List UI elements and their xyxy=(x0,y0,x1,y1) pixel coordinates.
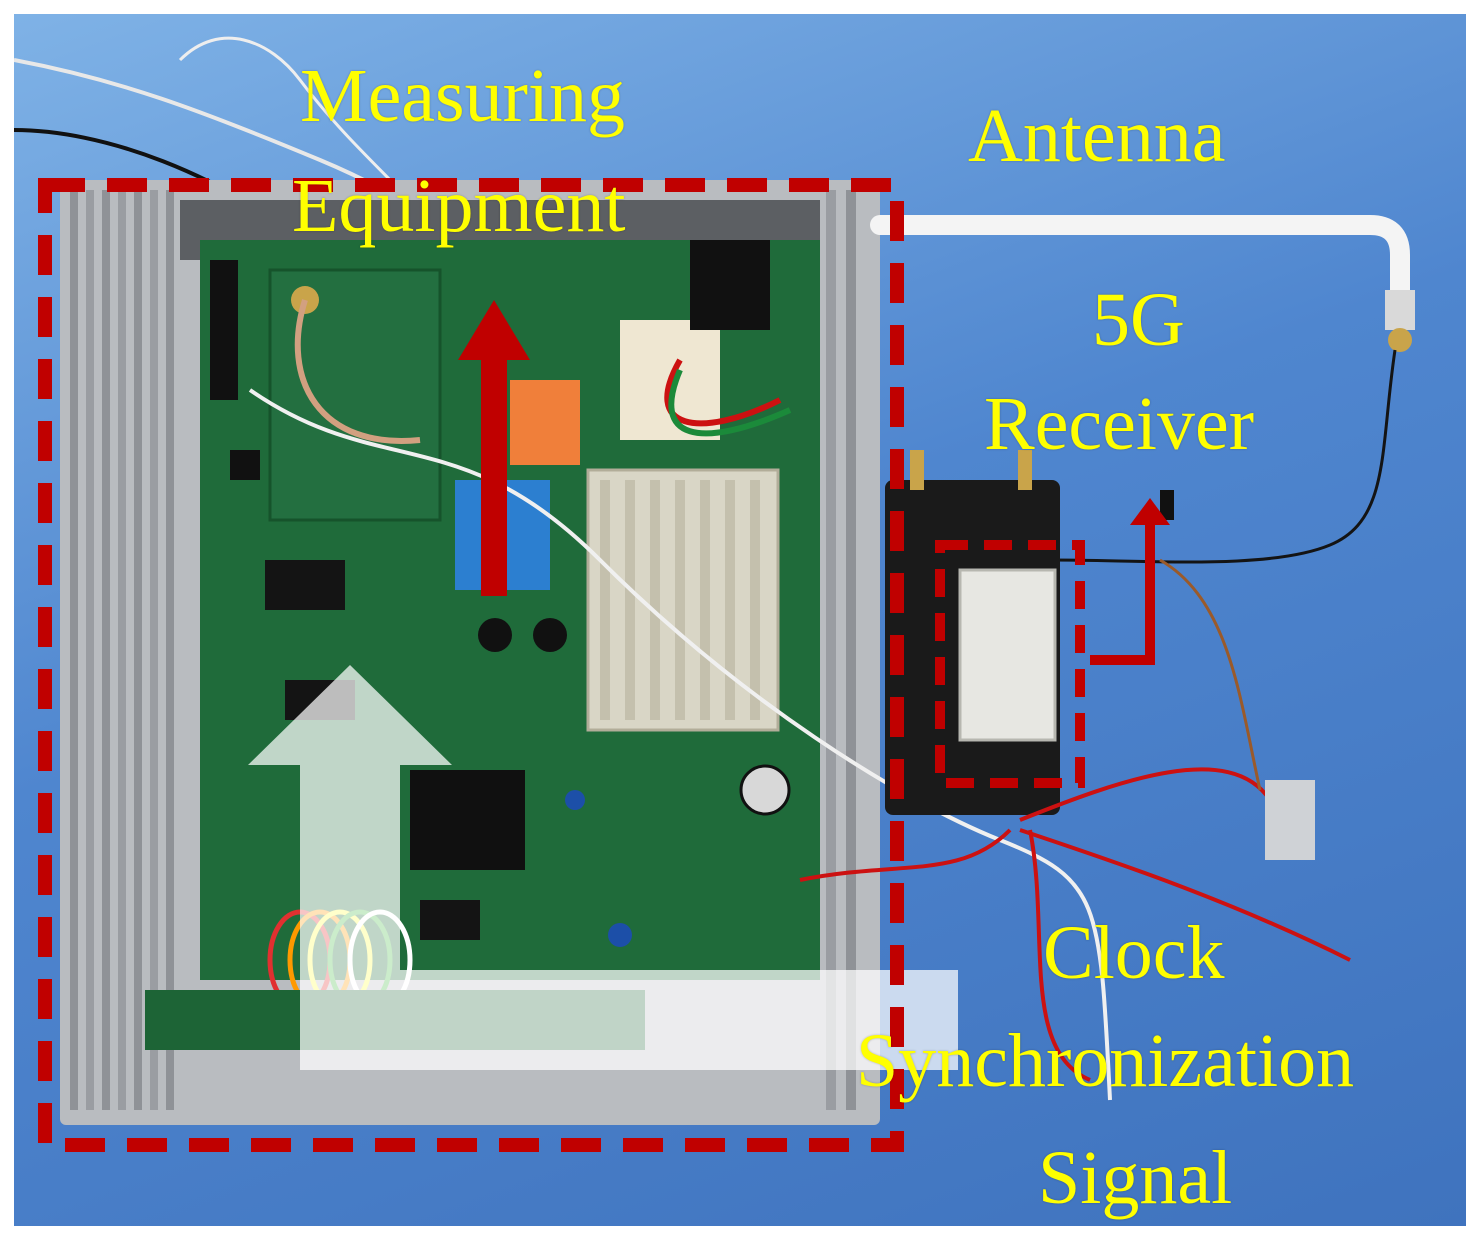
potentiometer xyxy=(565,790,585,810)
chip xyxy=(265,560,345,610)
chip xyxy=(230,450,260,480)
transparent-arrow-icon xyxy=(248,665,958,1070)
transformer-fins xyxy=(600,480,760,720)
chip xyxy=(420,900,480,940)
label-5g: 5G xyxy=(1092,278,1185,362)
label-receiver: Receiver xyxy=(984,382,1255,466)
potentiometer xyxy=(608,923,632,947)
white-cable xyxy=(248,388,1112,1101)
antenna-cable xyxy=(1049,349,1397,564)
pin-header xyxy=(210,260,238,400)
antenna-connector xyxy=(1388,328,1412,352)
measuring-equipment-box xyxy=(38,178,904,1152)
thin-white-cable xyxy=(178,36,422,212)
red-wire xyxy=(664,358,782,427)
antenna-base xyxy=(1385,290,1415,330)
receiver-arrow-icon xyxy=(1090,498,1170,665)
label-antenna: Antenna xyxy=(968,94,1226,178)
red-wire xyxy=(799,828,1012,882)
jumper xyxy=(1160,490,1174,520)
receiver-box xyxy=(935,540,1085,788)
enclosure-fins xyxy=(70,190,856,1110)
label-measuring: Measuring xyxy=(300,54,626,138)
capacitor xyxy=(478,618,512,652)
5g-module xyxy=(958,568,1057,742)
red-wire xyxy=(1028,829,1091,1082)
measuring-arrow-icon xyxy=(458,300,530,596)
sma-connector xyxy=(910,450,924,490)
label-signal: Signal xyxy=(1038,1136,1233,1220)
label-equipment: Equipment xyxy=(292,164,626,248)
processor-chip xyxy=(410,770,525,870)
db-connector xyxy=(1265,780,1315,860)
device-photo xyxy=(14,14,1466,1226)
red-wire xyxy=(1019,828,1351,962)
capacitor xyxy=(533,618,567,652)
green-wire xyxy=(668,368,792,437)
label-clock: Clock xyxy=(1043,911,1225,995)
orange-component xyxy=(510,380,580,465)
power-connector xyxy=(690,240,770,330)
sma-connector xyxy=(1018,450,1032,490)
red-wire xyxy=(1019,767,1272,822)
photo-illustration xyxy=(14,36,1415,1152)
capacitor xyxy=(739,764,791,816)
brown-wire xyxy=(1159,558,1262,791)
coax-cable xyxy=(294,299,421,444)
antenna-arm xyxy=(870,215,1410,305)
label-synchronization: Synchronization xyxy=(856,1019,1355,1103)
